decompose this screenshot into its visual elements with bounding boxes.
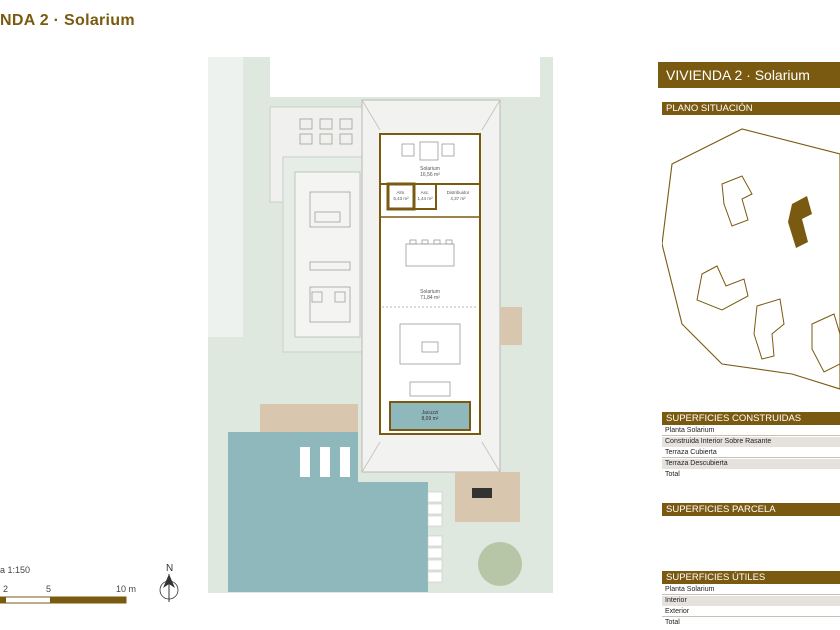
north-arrow-icon: N	[159, 563, 179, 602]
usable-row: Total	[665, 619, 680, 626]
scale-tick: 10 m	[116, 584, 137, 594]
room-name: Solarium	[420, 166, 440, 172]
panel-title: VIVIENDA 2 · Solarium	[658, 62, 840, 88]
scale-bar	[0, 596, 127, 604]
usable-header: SUPERFICIES ÚTILES	[662, 571, 840, 584]
parcel-header: SUPERFICIES PARCELA	[662, 503, 840, 516]
room-area: 71,84 m²	[420, 295, 440, 301]
room-name: Alm.	[396, 190, 406, 195]
constructed-row: Construida Interior Sobre Rasante	[662, 437, 840, 447]
room-area: 1,44 m²	[417, 196, 433, 201]
room-area: 16,56 m²	[420, 172, 440, 178]
room-area: 8,09 m²	[421, 416, 439, 422]
floor-plan	[208, 52, 553, 593]
usable-row: Planta Solarium	[662, 585, 840, 595]
room-name: Jacuzzi	[421, 410, 439, 416]
constructed-row: Total	[665, 471, 680, 478]
room-area: 4,37 m²	[450, 196, 466, 201]
room-area: 5,43 m²	[393, 196, 409, 201]
room-name: Solarium	[420, 289, 440, 295]
situation-map	[662, 128, 840, 390]
constructed-header: SUPERFICIES CONSTRUIDAS	[662, 412, 840, 425]
room-name: Distribuidor	[446, 190, 470, 195]
scale-label: a 1:150	[0, 565, 31, 575]
usable-row: Interior	[662, 596, 840, 606]
scale-tick: 2	[3, 584, 9, 594]
room-name: Asc.	[420, 190, 430, 195]
page-title: NDA 2 · Solarium	[0, 12, 135, 29]
situation-header: PLANO SITUACIÓN	[662, 102, 840, 115]
north-label: N	[166, 563, 173, 574]
scale-tick: 5	[46, 584, 52, 594]
constructed-row: Planta Solarium	[662, 426, 840, 436]
constructed-row: Terraza Cubierta	[662, 448, 840, 458]
constructed-row: Terraza Descubierta	[662, 459, 840, 469]
usable-row: Exterior	[662, 607, 840, 617]
